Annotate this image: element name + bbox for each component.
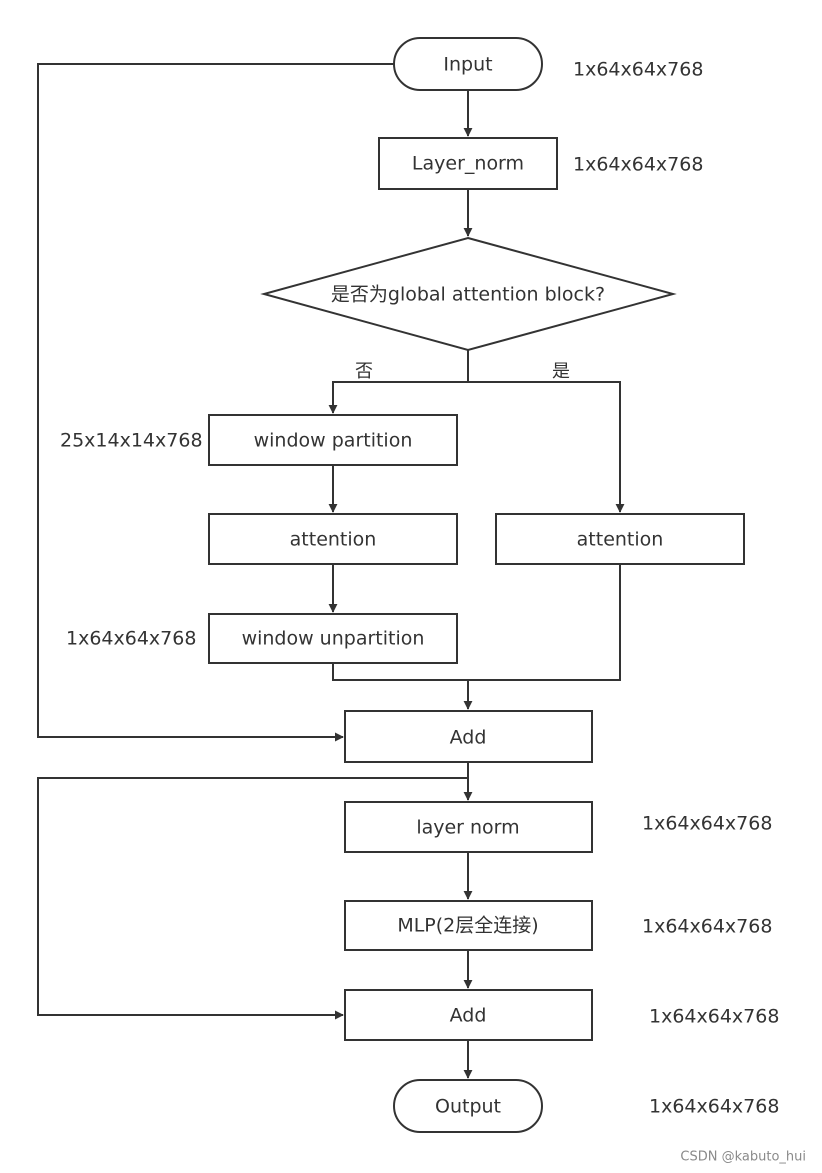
layer-norm-2-label: layer norm xyxy=(416,817,519,839)
dim-output: 1x64x64x768 xyxy=(649,1096,779,1118)
layer-norm-label: Layer_norm xyxy=(412,153,524,175)
input-label: Input xyxy=(443,54,492,76)
window-partition-node: window partition xyxy=(208,414,458,466)
edge-residual-input-to-add-1 xyxy=(37,63,394,742)
dim-window-unpartition: 1x64x64x768 xyxy=(66,628,196,650)
mlp-node: MLP(2层全连接) xyxy=(344,900,593,951)
layer-norm-node: Layer_norm xyxy=(378,137,558,190)
window-unpartition-node: window unpartition xyxy=(208,613,458,664)
add-1-label: Add xyxy=(450,727,487,749)
dim-layer-norm-2: 1x64x64x768 xyxy=(642,813,772,835)
add-2-node: Add xyxy=(344,989,593,1041)
edge-yes-branch-to-global-attention xyxy=(468,381,625,513)
decision-label: 是否为global attention block? xyxy=(331,284,605,306)
decision-node: 是否为global attention block? xyxy=(260,236,677,352)
input-node: Input xyxy=(393,37,543,91)
dim-add-2: 1x64x64x768 xyxy=(649,1006,779,1028)
dim-input: 1x64x64x768 xyxy=(573,59,703,81)
attention-local-label: attention xyxy=(290,529,377,551)
attention-global-node: attention xyxy=(495,513,745,565)
watermark-label: CSDN @kabuto_hui xyxy=(680,1150,806,1165)
mlp-label: MLP(2层全连接) xyxy=(397,915,538,937)
edge-residual-add-1-to-add-2 xyxy=(37,777,468,1020)
add-1-node: Add xyxy=(344,710,593,763)
dim-layer-norm: 1x64x64x768 xyxy=(573,154,703,176)
output-label: Output xyxy=(435,1096,501,1118)
branch-no-label: 否 xyxy=(355,361,373,382)
edge-global-attention-to-merge xyxy=(468,564,621,681)
attention-global-label: attention xyxy=(577,529,664,551)
add-2-label: Add xyxy=(450,1005,487,1027)
branch-yes-label: 是 xyxy=(552,361,570,382)
attention-local-node: attention xyxy=(208,513,458,565)
edge-window-unpartition-to-merge xyxy=(332,663,468,681)
dim-mlp: 1x64x64x768 xyxy=(642,916,772,938)
dim-window-partition: 25x14x14x768 xyxy=(60,430,203,452)
layer-norm-2-node: layer norm xyxy=(344,801,593,853)
window-unpartition-label: window unpartition xyxy=(242,628,425,650)
window-partition-label: window partition xyxy=(254,430,413,452)
output-node: Output xyxy=(393,1079,543,1133)
edge-no-branch-to-window-partition xyxy=(328,381,468,414)
